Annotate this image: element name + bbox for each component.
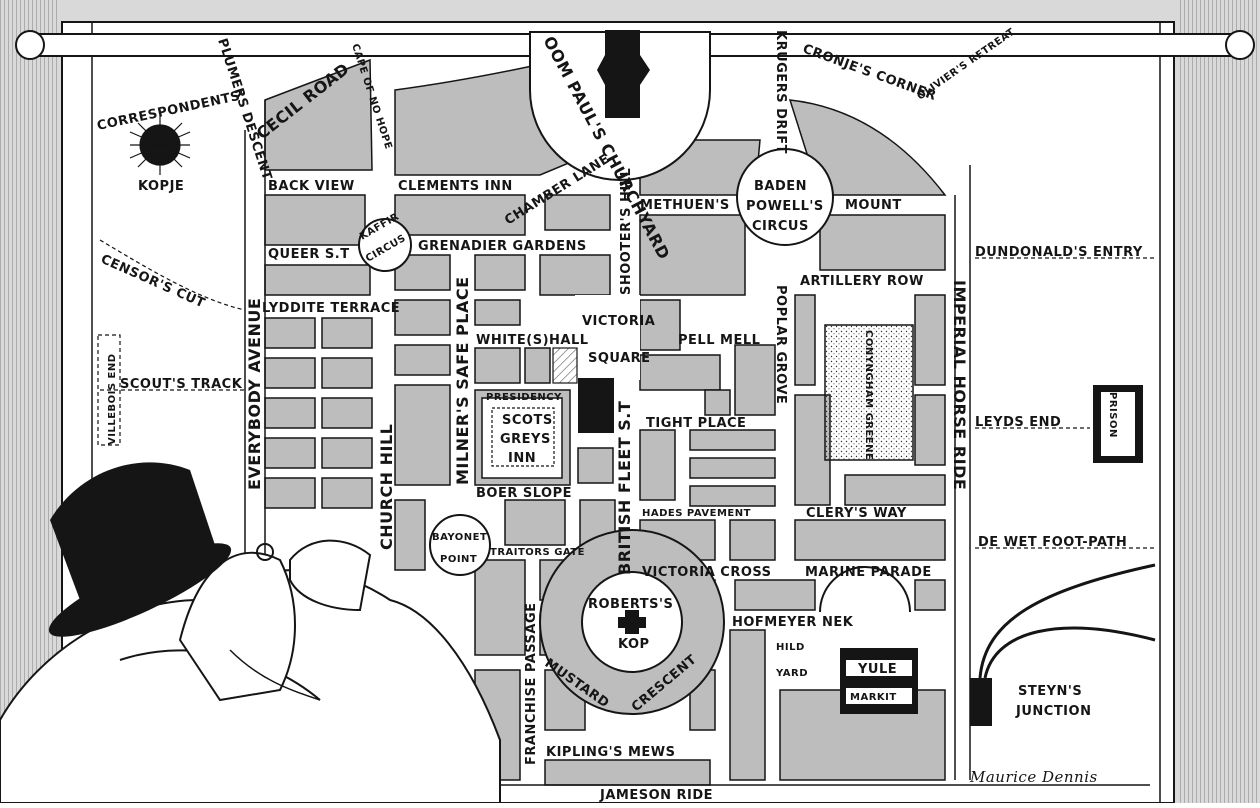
label-krugers-drift: KRUGERS DRIFT (773, 30, 788, 154)
scroll-knob-right (1225, 30, 1255, 60)
victoria-square-plaza (575, 295, 640, 380)
label-robertss: ROBERTS'S (588, 597, 673, 612)
steyns-junction-block (970, 678, 992, 726)
rail-line-2 (983, 626, 1156, 679)
label-franchise-passage: FRANCHISE PASSAGE (524, 602, 539, 765)
label-victoria-cross: VICTORIA CROSS (642, 565, 772, 580)
label-square: SQUARE (588, 351, 651, 366)
conyngham-greene-park (824, 324, 914, 461)
label-pell-mell: PELL MELL (678, 333, 760, 348)
label-dundonalds-entry: DUNDONALD'S ENTRY (975, 245, 1143, 260)
label-conyngham-greene: CONYNGHAM GREENE (863, 330, 874, 460)
label-steyns: STEYN'S (1018, 684, 1082, 699)
cross-icon (618, 610, 646, 634)
dashed-trails (97, 239, 1155, 549)
label-church-hill: CHURCH HILL (377, 424, 396, 550)
label-imperial-horse-ride: IMPERIAL HORSE RIDE (950, 280, 969, 490)
label-junction: JUNCTION (1015, 704, 1091, 719)
scots-greys-inn-block (491, 407, 555, 467)
label-mount: MOUNT (845, 198, 902, 213)
baden-powells-circus-ring (736, 148, 834, 246)
yule-markit-block (840, 648, 918, 714)
label-inn: INN (508, 451, 536, 466)
label-prison: PRISON (1107, 392, 1118, 438)
label-villebois-end: VILLEBOIS END (107, 353, 118, 445)
correspondents-kopje-sun-icon (129, 115, 191, 175)
label-yard: YARD (775, 668, 808, 679)
label-clements-inn: CLEMENTS INN (398, 179, 513, 194)
label-lyddite-terrace: LYDDITE TERRACE (262, 301, 400, 316)
label-yule: YULE (857, 662, 897, 677)
label-jameson-ride: JAMESON RIDE (599, 788, 713, 803)
bayonet-point-ring (429, 514, 491, 576)
label-circus: CIRCUS (752, 219, 809, 234)
label-tight-place: TIGHT PLACE (646, 416, 746, 431)
label-methuens: METHUEN'S (640, 198, 730, 213)
label-boer-slope: BOER SLOPE (476, 486, 572, 501)
label-hofmeyer-nek: HOFMEYER NEK (732, 615, 854, 630)
label-kop: KOP (618, 637, 650, 652)
label-poplar-grove: POPLAR GROVE (773, 285, 788, 404)
label-traitors-gate: TRAITORS GATE (490, 547, 585, 558)
label-queer-st: QUEER S.T (268, 247, 350, 262)
label-presidency: PRESIDENCY (486, 392, 562, 403)
label-whitehall: WHITE(S)HALL (476, 333, 589, 348)
label-kopje: KOPJE (138, 179, 184, 194)
label-bayonet: BAYONET (432, 532, 487, 543)
label-hild: HILD (776, 642, 805, 653)
label-hades-pavement: HADES PAVEMENT (642, 508, 751, 519)
kaffir-circus-ring (358, 218, 412, 272)
label-leyds-end: LEYDS END (975, 415, 1061, 430)
artist-signature: Maurice Dennis (969, 768, 1098, 786)
scroll-knob-left (15, 30, 45, 60)
label-greys: GREYS (500, 432, 551, 447)
label-artillery-row: ARTILLERY ROW (800, 274, 924, 289)
label-everybody-avenue: EVERYBODY AVENUE (245, 298, 264, 490)
label-marine-parade: MARINE PARADE (805, 565, 932, 580)
tombstone-icon (597, 30, 650, 118)
label-kiplings-mews: KIPLING'S MEWS (546, 745, 676, 760)
monument-block (578, 378, 614, 433)
label-powells: POWELL'S (746, 199, 824, 214)
label-victoria: VICTORIA (582, 314, 655, 329)
rail-line-1 (978, 563, 1156, 679)
label-baden: BADEN (754, 179, 807, 194)
label-milners-safe-place: MILNER'S SAFE PLACE (453, 276, 472, 485)
label-clerys-way: CLERY'S WAY (806, 506, 907, 521)
label-british-fleet-st: BRITISH FLEET S.T (615, 401, 634, 575)
marine-parade-arch (819, 566, 911, 613)
label-grenadier-gardens: GRENADIER GARDENS (418, 239, 587, 254)
label-de-wet-foot-path: DE WET FOOT-PATH (978, 535, 1127, 550)
label-scots: SCOTS (502, 413, 553, 428)
label-scouts-track: SCOUT'S TRACK (120, 377, 243, 392)
whitehall-block (552, 347, 578, 384)
man-with-top-hat-illustration (0, 462, 501, 804)
label-shooters-hill: SHOOTER'S HILL (619, 168, 634, 295)
label-point: POINT (440, 554, 477, 565)
label-back-view: BACK VIEW (268, 179, 355, 194)
label-markit: MARKIT (850, 692, 897, 703)
right-wall-shading (1180, 0, 1260, 803)
